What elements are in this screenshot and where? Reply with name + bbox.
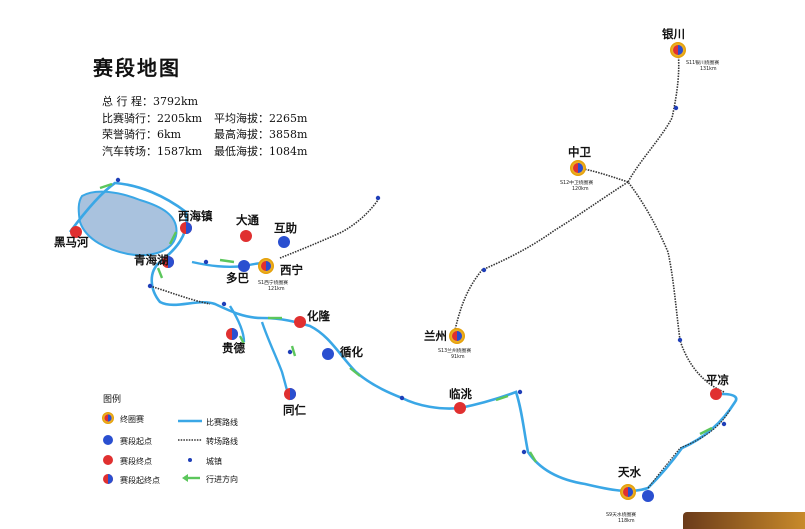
note-tianshui-stage: S9天水绕圈赛 xyxy=(606,511,636,518)
label-guide: 贵德 xyxy=(222,341,245,355)
legend-symbols xyxy=(102,412,202,484)
legend-label-stage-finish: 赛段终点 xyxy=(120,457,152,466)
town-dot-icon xyxy=(188,458,192,462)
map-title: 赛段地图 xyxy=(93,56,181,80)
note-yinchuan-stage: S11银川绕圈赛 xyxy=(686,59,719,66)
transfer-route-zhongwei xyxy=(577,167,629,183)
legend-label-race-route: 比赛路线 xyxy=(206,418,238,427)
note-zhongwei-stage: S12中卫绕圈赛 xyxy=(560,179,593,186)
stat-transfer-distance: 汽车转场：1587km xyxy=(102,144,203,158)
label-tianshui: 天水 xyxy=(618,465,641,479)
hualong-finish-marker xyxy=(294,316,306,328)
label-xihaizhen: 西海镇 xyxy=(178,209,213,223)
huzhu-start-marker xyxy=(278,236,290,248)
stat-honor-distance: 荣誉骑行：6km xyxy=(102,128,182,141)
lanzhou-marker xyxy=(449,328,465,344)
race-route-west xyxy=(68,181,738,493)
corner-logo-strip xyxy=(683,512,805,529)
legend-label-transfer-route: 转场路线 xyxy=(206,437,238,446)
zhongwei-marker xyxy=(570,160,586,176)
note-tianshui-km: 118km xyxy=(618,518,635,524)
note-zhongwei-km: 120km xyxy=(572,186,589,192)
label-duoba: 多巴 xyxy=(226,271,249,285)
lintao-finish-marker xyxy=(454,402,466,414)
town-dots xyxy=(115,105,727,455)
stat-average-altitude: 平均海拔：2265m xyxy=(214,111,308,125)
direction-arrows xyxy=(71,182,713,463)
label-zhongwei: 中卫 xyxy=(568,145,591,159)
xining-marker xyxy=(258,258,274,274)
legend-label-stage-start: 赛段起点 xyxy=(120,437,152,446)
qinghaihu-start-finish-marker xyxy=(162,256,174,268)
legend-label-stage-start-finish: 赛段起终点 xyxy=(120,476,160,485)
transfer-route-lanzhou xyxy=(454,181,629,331)
tianshui-start-marker xyxy=(642,490,654,502)
stat-total-distance: 总 行 程：3792km xyxy=(102,95,199,108)
stat-min-altitude: 最低海拔：1084m xyxy=(214,144,308,158)
legend-title: 图例 xyxy=(103,395,122,405)
tongren-start-finish-marker xyxy=(284,388,296,400)
yinchuan-marker xyxy=(670,42,686,58)
stage-start-finish-icon xyxy=(103,474,113,484)
label-lintao: 临洮 xyxy=(449,387,472,401)
tianshui-marker xyxy=(620,484,636,500)
stat-race-distance: 比赛骑行：2205km xyxy=(102,111,203,125)
circuit-race-icon xyxy=(102,412,114,424)
guide-start-finish-marker xyxy=(226,328,238,340)
label-huzhu: 互助 xyxy=(274,221,297,235)
stat-max-altitude: 最高海拔：3858m xyxy=(214,128,308,141)
label-tongren: 同仁 xyxy=(283,403,306,417)
legend-label-town: 城镇 xyxy=(206,457,222,466)
transfer-route-qinghai xyxy=(149,285,211,305)
direction-arrow-icon xyxy=(182,474,200,482)
note-lanzhou-stage: S13兰州绕圈赛 xyxy=(438,347,471,354)
stage-finish-icon xyxy=(103,455,113,465)
label-lanzhou: 兰州 xyxy=(424,329,447,343)
stage-start-icon xyxy=(103,435,113,445)
note-xining-km: 121km xyxy=(268,286,285,292)
label-heimahe: 黑马河 xyxy=(54,235,89,249)
legend-label-circuit-race: 终圈赛 xyxy=(120,415,144,424)
label-yinchuan: 银川 xyxy=(662,27,685,41)
note-xining-stage: S1西宁绕圈赛 xyxy=(258,279,288,286)
transfer-route-xining xyxy=(279,199,379,259)
note-lanzhou-km: 91km xyxy=(451,354,465,360)
label-hualong: 化隆 xyxy=(307,309,330,323)
transfer-route-tianshui xyxy=(647,409,731,489)
label-qinghaihu: 青海湖 xyxy=(134,253,169,267)
transfer-route-north xyxy=(627,49,725,393)
note-yinchuan-km: 131km xyxy=(700,66,717,72)
label-xining: 西宁 xyxy=(280,263,303,277)
heimahe-finish-marker xyxy=(70,226,82,238)
label-datong: 大通 xyxy=(236,213,259,227)
xihaizhen-start-finish-marker xyxy=(180,222,192,234)
label-xunhua: 循化 xyxy=(339,345,363,359)
xunhua-start-marker xyxy=(322,348,334,360)
route-statistics: 总 行 程：3792km 比赛骑行：2205km 平均海拔：2265m 荣誉骑行：… xyxy=(102,94,307,160)
label-pingliang: 平凉 xyxy=(706,373,729,387)
datong-finish-marker xyxy=(240,230,252,242)
duoba-start-marker xyxy=(238,260,250,272)
legend-label-direction: 行进方向 xyxy=(206,475,238,484)
pingliang-finish-marker xyxy=(710,388,722,400)
